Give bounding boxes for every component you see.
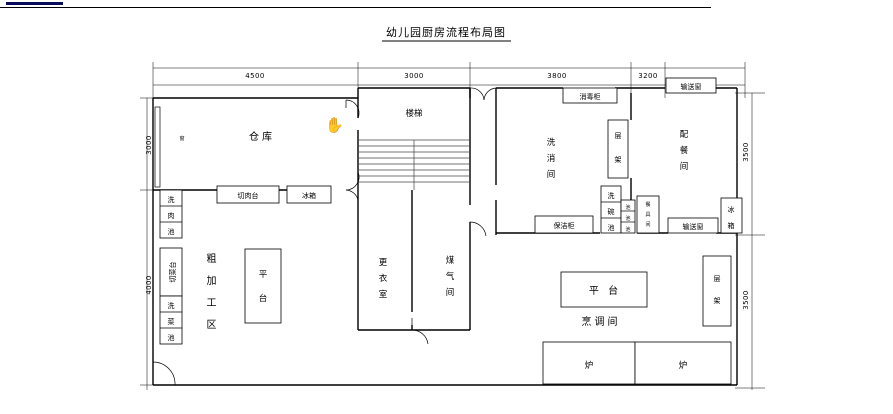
fixture-label-platform-right: 平 台: [589, 284, 621, 297]
fixture-label-veg-wash-1: 洗: [168, 301, 175, 310]
fixture-label-shelf-top-2: 架: [615, 156, 622, 164]
left-dimension-group: 3000 4000: [140, 97, 175, 390]
fixture-label-delivery-bottom: 输送窗: [683, 222, 704, 231]
room-label-tableware-3: 间: [645, 221, 650, 228]
room-label-rough-1: 粗: [207, 253, 220, 265]
stairs-treads: [358, 139, 470, 190]
fixture-stove-left: 炉: [542, 341, 636, 385]
fixture-fridge-right: 冰 箱: [720, 197, 743, 234]
room-label-stairs: 楼梯: [405, 108, 423, 119]
room-label-change-2: 衣: [379, 273, 388, 284]
room-label-food-distribution: 配 餐 间: [680, 130, 689, 172]
fixture-label-delivery-top: 输送窗: [681, 82, 702, 91]
fixture-label-sink-c: 池: [625, 226, 630, 233]
fixture-meat-wash-sink: 洗 肉 池: [159, 189, 183, 239]
fixture-meat-cut-table: 切肉台: [216, 185, 280, 204]
fixture-shelf-top: 层 架: [607, 119, 629, 179]
fixture-stove-right: 炉: [634, 341, 732, 385]
room-label-wash-3: 间: [547, 170, 556, 180]
fixture-label-meat-cut: 切肉台: [238, 191, 259, 200]
room-label-dist-2: 餐: [680, 146, 689, 156]
fixture-platform-right: 平 台: [560, 271, 648, 308]
fixture-label-platform-left-2: 台: [259, 293, 268, 304]
fixture-label-fridge-right-2: 箱: [728, 221, 735, 230]
fixture-label-meat-wash-1: 洗: [168, 195, 175, 204]
dimension-top-3000: 3000: [404, 72, 423, 80]
fixture-label-shelf-right-1: 层: [714, 275, 721, 283]
fixture-label-sink-a: 池: [625, 204, 630, 211]
room-label-window-mark: 窗: [179, 135, 184, 142]
room-label-rough-processing: 粗 加 工 区: [207, 253, 220, 331]
room-label-gas: 煤 气 间: [446, 255, 455, 298]
fixture-sterilizer-cabinet: 消毒柜: [562, 87, 618, 104]
room-label-tableware-2: 具: [645, 212, 650, 218]
dimension-left-4000: 4000: [145, 275, 153, 294]
dimension-right-3500-bottom: 3500: [742, 290, 750, 309]
fixture-label-sink-b: 池: [625, 215, 630, 222]
fixture-label-meat-wash-2: 肉: [168, 211, 175, 220]
dimension-top-3200: 3200: [638, 72, 657, 80]
exterior-window-left: [154, 106, 161, 188]
room-label-gas-3: 间: [446, 288, 455, 298]
fixture-dish-wash-sink: 洗 碗 池: [600, 185, 622, 234]
fixture-label-meat-wash-3: 池: [168, 227, 175, 236]
room-tableware: 餐 具 间: [636, 195, 660, 234]
room-label-dist-1: 配: [680, 130, 689, 140]
dimension-left-3000: 3000: [145, 135, 153, 154]
fixture-label-cleaning-cabinet: 保洁柜: [554, 221, 575, 230]
fixture-label-dish-wash-3: 池: [608, 223, 615, 232]
top-dimension-group: 4500 3000 3800 3200: [152, 62, 746, 98]
room-label-change-3: 室: [379, 289, 388, 300]
fixture-veg-cut-table: 切菜台: [159, 247, 183, 297]
top-accent-bar: [6, 2, 63, 5]
fixture-label-veg-wash-2: 菜: [168, 317, 175, 326]
fixture-platform-left: 平 台: [244, 248, 282, 324]
building-outer-walls: [152, 87, 738, 386]
dimension-right-3500-top: 3500: [742, 142, 750, 161]
fixture-veg-wash-sink: 洗 菜 池: [159, 295, 183, 345]
dimension-top-3800: 3800: [547, 72, 566, 80]
fixture-label-dish-wash-1: 洗: [608, 191, 615, 200]
fixture-fridge-left: 冰箱: [286, 185, 332, 204]
fixture-label-stove-right: 炉: [679, 360, 688, 371]
room-label-cooking: 烹调间: [582, 315, 621, 328]
fixture-cleaning-cabinet: 保洁柜: [534, 215, 594, 234]
room-label-warehouse: 仓库: [249, 130, 275, 143]
dimension-top-4500: 4500: [245, 72, 264, 80]
room-label-gas-1: 煤: [446, 255, 455, 266]
fixture-label-platform-left-1: 平: [259, 270, 268, 280]
fixture-label-fridge-left: 冰箱: [302, 191, 316, 200]
room-label-change-1: 更: [379, 258, 388, 268]
door-swings: [152, 87, 647, 386]
fixture-label-shelf-right-2: 架: [714, 297, 721, 305]
hand-cursor: ✋: [325, 116, 344, 134]
room-label-rough-2: 加: [207, 275, 220, 287]
fixture-shelf-right: 层 架: [702, 255, 732, 327]
fixture-delivery-window-bottom: 输送窗: [667, 217, 719, 234]
room-label-rough-4: 区: [207, 319, 220, 331]
top-divider-rule: [0, 7, 711, 8]
fixture-sinks-row: 池 池 池: [620, 199, 636, 234]
fixture-label-sterilizer: 消毒柜: [580, 92, 601, 101]
room-label-wash-2: 消: [547, 153, 556, 164]
fixture-label-shelf-top-1: 层: [615, 132, 622, 140]
room-label-rough-3: 工: [207, 298, 220, 309]
fixture-delivery-window-top: 输送窗: [665, 77, 717, 94]
right-dimension-group: 3500 3500: [735, 92, 765, 390]
page-title: 幼儿园厨房流程布局图: [386, 25, 506, 39]
room-label-tableware-1: 餐: [645, 201, 650, 208]
fixture-label-stove-left: 炉: [585, 360, 594, 371]
room-label-gas-2: 气: [446, 271, 455, 282]
fixture-label-dish-wash-2: 碗: [608, 207, 615, 216]
fixture-label-veg-wash-3: 池: [168, 333, 175, 342]
room-label-washing-disinfection: 洗 消 间: [547, 137, 556, 180]
fixture-label-fridge-right-1: 冰: [728, 205, 735, 214]
room-label-changing: 更 衣 室: [379, 258, 388, 300]
room-label-wash-1: 洗: [547, 137, 556, 148]
room-label-dist-3: 间: [680, 162, 689, 172]
fixture-label-veg-cut: 切菜台: [168, 262, 177, 283]
